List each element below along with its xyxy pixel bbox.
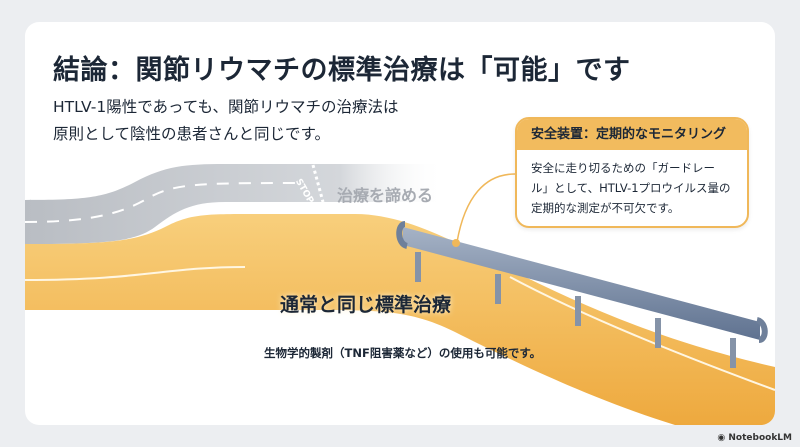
- connector-dot: [452, 239, 460, 247]
- stop-line: [311, 164, 325, 203]
- road-illustration: STOP: [25, 164, 775, 425]
- slide-title: 結論：関節リウマチの標準治療は「可能」です: [53, 55, 631, 86]
- callout-header: 安全装置：定期的なモニタリング: [517, 119, 747, 150]
- callout-line: 安全に走り切るための「ガードレー: [531, 161, 715, 175]
- notebooklm-brand: ◉ NotebookLM: [717, 433, 792, 443]
- main-road: [25, 214, 775, 425]
- slide-card: 結論：関節リウマチの標準治療は「可能」です HTLV-1陽性であっても、関節リウ…: [25, 22, 775, 425]
- main-road-lane: [25, 266, 775, 391]
- main-road-note: 生物学的製剤（TNF阻害薬など）の使用も可能です。: [264, 346, 542, 360]
- brand-text: NotebookLM: [728, 433, 792, 443]
- callout-body: 安全に走り切るための「ガードレー ル」として、HTLV-1プロウイルス量の 定期…: [517, 150, 747, 226]
- connector-line: [456, 173, 516, 243]
- guardrail: [396, 221, 768, 368]
- subtitle-line: 原則として陰性の患者さんと同じです。: [53, 125, 330, 143]
- gray-road-label: 治療を諦める: [337, 186, 434, 205]
- callout-line: ル」として、HTLV-1プロウイルス量の: [531, 181, 731, 195]
- slide-subtitle: HTLV-1陽性であっても、関節リウマチの治療法は 原則として陰性の患者さんと同…: [53, 94, 399, 148]
- gray-road-dashes: [25, 182, 296, 223]
- callout-line: 定期的な測定が不可欠です。: [531, 201, 680, 215]
- subtitle-line: HTLV-1陽性であっても、関節リウマチの治療法は: [53, 98, 399, 116]
- gray-road: [25, 164, 445, 244]
- monitoring-callout: 安全装置：定期的なモニタリング 安全に走り切るための「ガードレー ル」として、H…: [515, 117, 749, 228]
- main-road-label: 通常と同じ標準治療: [280, 294, 452, 316]
